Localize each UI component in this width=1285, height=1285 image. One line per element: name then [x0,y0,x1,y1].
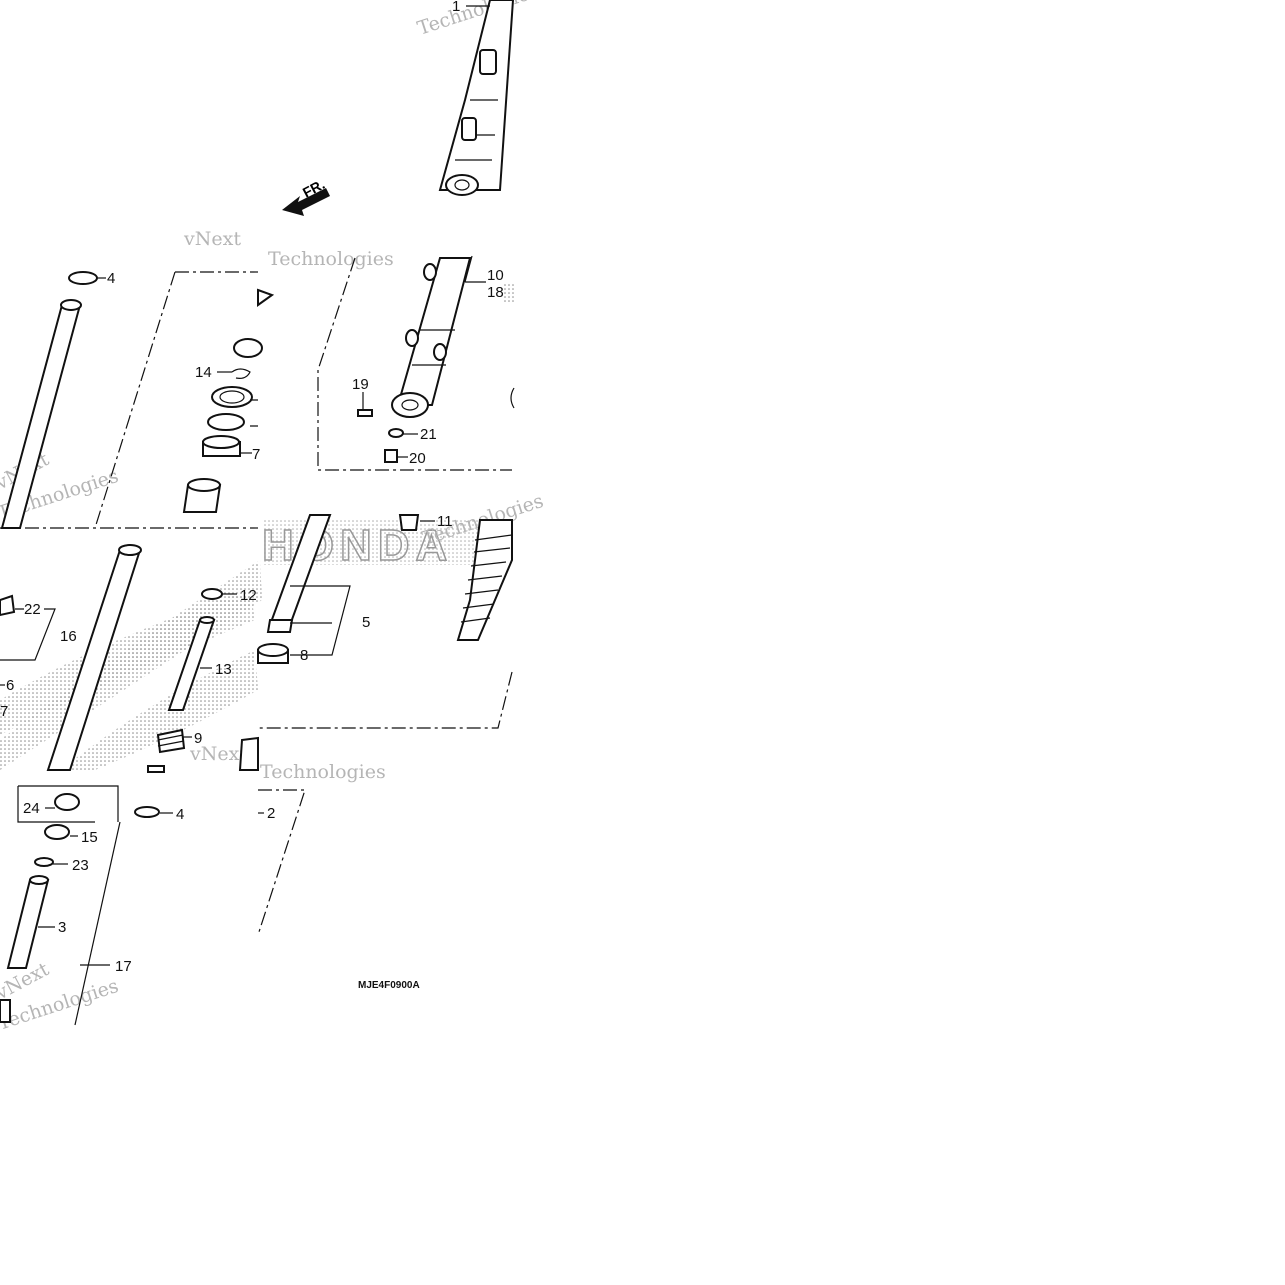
callout-7: 7 [252,446,260,463]
callout-17: 17 [115,958,132,975]
group-borders [0,257,513,936]
drawing-code: MJE4F0900A [358,980,420,991]
watermark-technologies: Technologies [260,761,386,783]
fork-inner-tube-upper [0,271,98,529]
callout-22: 22 [24,601,41,618]
callout-3: 3 [58,919,66,936]
seal-stack [182,288,275,513]
callout-2: 2 [267,805,275,822]
callout-1: 1 [452,0,460,15]
callout-labels: 1 4 10 18 14 19 21 20 7 11 22 12 16 5 8 … [0,0,504,975]
fork-slider-middle [357,257,515,463]
callout-21: 21 [420,426,437,443]
watermark-vnext: vNext [189,743,247,765]
leader-lines [0,5,490,966]
fork-cap-bottom [0,793,160,1026]
damper-rod-right [257,514,420,664]
callout-15: 15 [81,829,98,846]
fork-spring [456,519,513,641]
watermark-technologies: Technologies [268,248,394,270]
callout-16: 16 [60,628,77,645]
callout-23: 23 [72,857,89,874]
callout-24: 24 [23,800,40,817]
callout-19: 19 [352,376,369,393]
callout-6: 6 [6,677,14,694]
callout-13: 13 [215,661,232,678]
fork-slider-top [438,0,515,196]
callout-9: 9 [194,730,202,747]
callout-7: 7 [0,703,8,720]
callout-20: 20 [409,450,426,467]
callout-12: 12 [240,587,257,604]
callout-4: 4 [107,270,115,287]
callout-10: 10 [487,267,504,284]
watermark-vnext: vNext [183,228,241,250]
direction-indicator: FR. [282,176,330,216]
callout-8: 8 [300,647,308,664]
fork-inner-tube-middle [0,544,259,773]
callout-18: 18 [487,284,504,301]
callout-5: 5 [362,614,370,631]
callout-14: 14 [195,364,212,381]
callout-11: 11 [437,513,453,530]
callout-4: 4 [176,806,184,823]
